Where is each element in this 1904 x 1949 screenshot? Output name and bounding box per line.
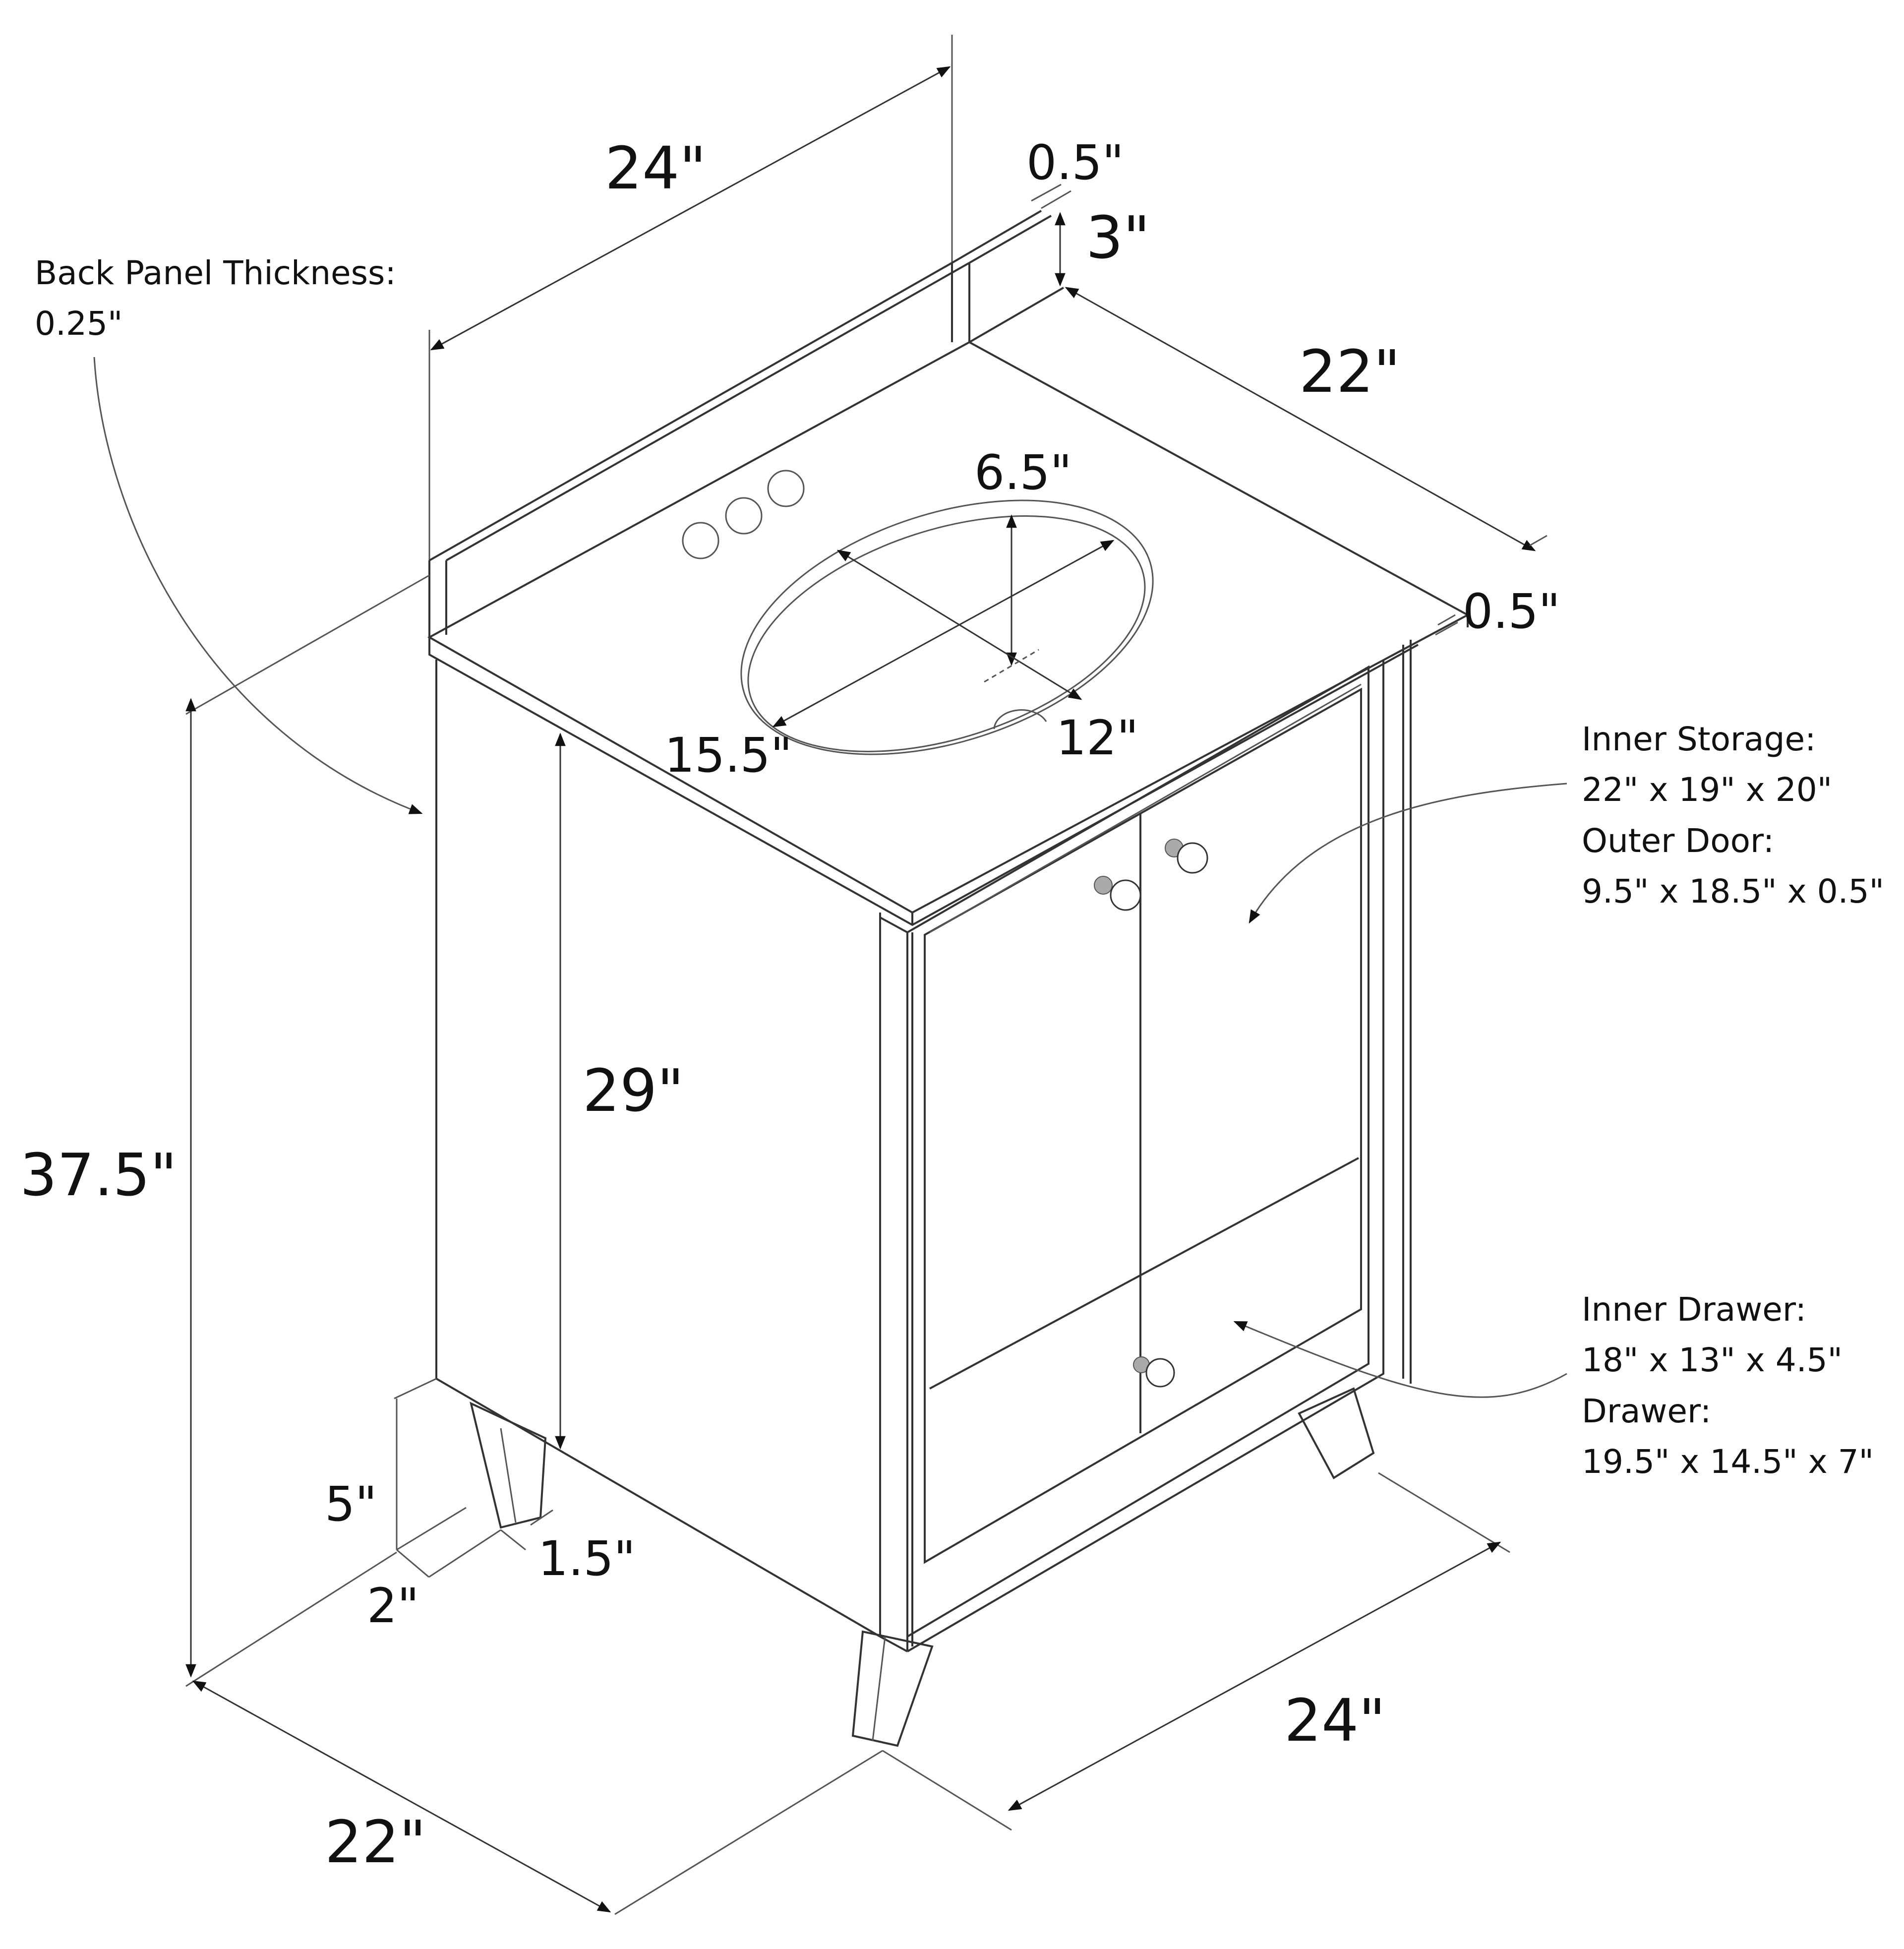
dim-base <box>185 1472 1510 1915</box>
label-total-height: 37.5" <box>20 1141 178 1209</box>
label-leg-width: 1.5" <box>538 1531 636 1586</box>
inner-storage-title: Inner Storage: <box>1582 720 1816 758</box>
label-cabinet-height: 29" <box>583 1056 684 1125</box>
annotation-inner-drawer: Inner Drawer: 18" x 13" x 4.5" Drawer: 1… <box>1582 1284 1874 1487</box>
back-panel-value: 0.25" <box>35 305 123 343</box>
label-top-width: 24" <box>605 134 707 202</box>
drawer-title: Drawer: <box>1582 1392 1712 1430</box>
label-base-width: 24" <box>1284 1686 1386 1755</box>
backsplash <box>428 183 1071 637</box>
cabinet-side <box>435 660 881 1638</box>
label-backsplash-height: 3" <box>1086 203 1150 272</box>
dim-sink <box>772 514 1115 728</box>
outer-door-value: 9.5" x 18.5" x 0.5" <box>1582 872 1884 911</box>
dim-leg <box>394 1378 553 1578</box>
dim-top-depth <box>1065 287 1547 551</box>
leaders <box>93 357 1567 1398</box>
inner-storage-value: 22" x 19" x 20" <box>1582 771 1833 809</box>
label-backsplash-thickness: 0.5" <box>1026 135 1124 190</box>
label-leg-depth: 2" <box>367 1578 419 1634</box>
label-countertop-thickness: 0.5" <box>1463 584 1560 639</box>
dim-top-width <box>428 35 953 560</box>
doors <box>924 683 1362 1564</box>
label-top-depth: 22" <box>1299 337 1401 406</box>
label-leg-height: 5" <box>325 1476 377 1532</box>
annotation-inner-storage: Inner Storage: 22" x 19" x 20" Outer Doo… <box>1582 714 1884 917</box>
outer-door-title: Outer Door: <box>1582 821 1775 860</box>
drawer-knob <box>1133 1356 1175 1388</box>
inner-drawer-title: Inner Drawer: <box>1582 1290 1807 1329</box>
label-sink-length: 15.5" <box>664 728 792 783</box>
inner-drawer-value: 18" x 13" x 4.5" <box>1582 1341 1843 1380</box>
dim-total-height <box>185 574 430 1678</box>
back-panel-title: Back Panel Thickness: <box>35 254 396 292</box>
countertop <box>427 341 1470 926</box>
drawer-value: 19.5" x 14.5" x 7" <box>1582 1442 1874 1481</box>
label-sink-depth: 6.5" <box>974 445 1072 500</box>
annotation-back-panel: Back Panel Thickness: 0.25" <box>35 248 396 350</box>
label-sink-width: 12" <box>1056 710 1139 766</box>
faucet-holes <box>682 470 805 559</box>
cabinet-front <box>880 640 1412 1652</box>
sink-basin <box>740 499 1154 755</box>
label-base-depth: 22" <box>325 1808 426 1876</box>
